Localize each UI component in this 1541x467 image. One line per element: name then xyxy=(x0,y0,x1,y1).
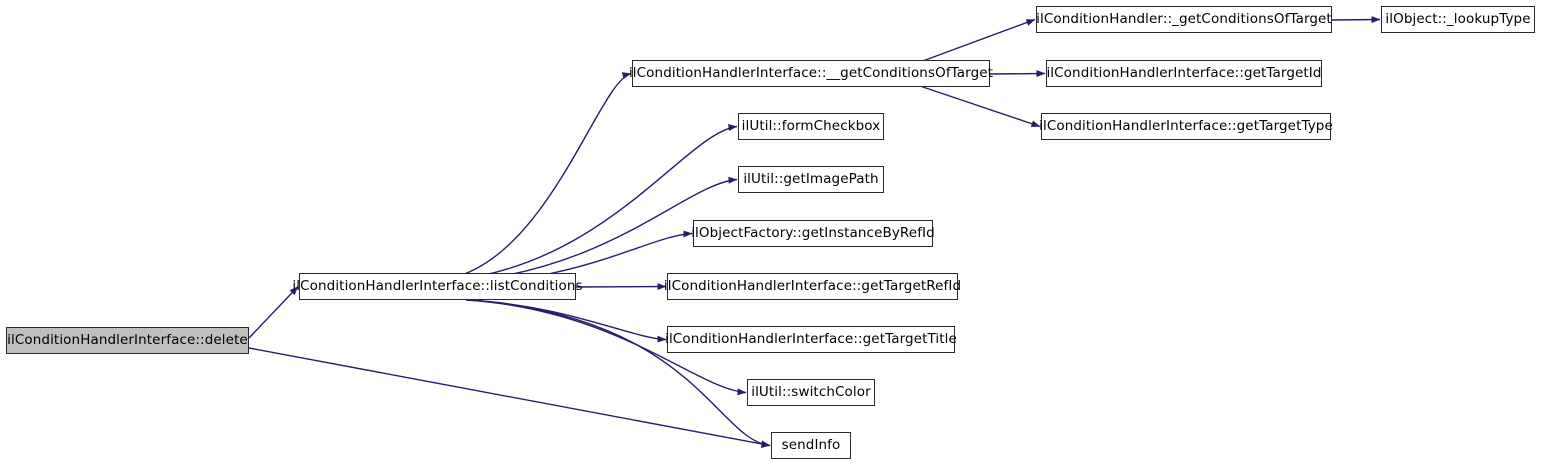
graph-edge-delete-to-listConditions xyxy=(248,286,299,339)
graph-node-switchColor[interactable]: ilUtil::switchColor xyxy=(747,379,875,406)
graph-edge-listConditions-to-getTargetRefId xyxy=(575,283,667,291)
graph-node-label: ilUtil::formCheckbox xyxy=(741,117,881,134)
graph-edge-listConditions-to-sendInfo xyxy=(469,299,771,449)
graph-node-sendInfo[interactable]: sendInfo xyxy=(771,432,851,459)
graph-node-lookupType[interactable]: ilObject::_lookupType xyxy=(1381,6,1535,33)
graph-edge-getConditionsOfTargetHandler-to-lookupType xyxy=(1331,16,1381,24)
graph-node-label: sendInfo xyxy=(781,436,841,453)
graph-node-label: ilConditionHandlerInterface::delete xyxy=(7,331,248,348)
graph-node-label: ilUtil::getImagePath xyxy=(743,170,879,187)
graph-node-label: ilConditionHandlerInterface::getTargetTy… xyxy=(1039,117,1333,134)
graph-node-getConditionsOfTargetHandler[interactable]: ilConditionHandler::_getConditionsOfTarg… xyxy=(1036,6,1332,33)
graph-node-label: ilConditionHandlerInterface::__getCondit… xyxy=(628,64,994,81)
graph-node-label: ilUtil::switchColor xyxy=(751,383,871,400)
graph-edge-listConditions-to-getConditionsOfTargetIface xyxy=(451,72,632,279)
graph-node-label: ilConditionHandlerInterface::getTargetTi… xyxy=(665,330,957,347)
graph-node-getTargetTitle[interactable]: ilConditionHandlerInterface::getTargetTi… xyxy=(665,326,957,353)
graph-edge-getConditionsOfTargetIface-to-getConditionsOfTargetHandler xyxy=(919,18,1036,63)
graph-node-label: ilObjectFactory::getInstanceByRefId xyxy=(691,224,935,241)
graph-node-getTargetType[interactable]: ilConditionHandlerInterface::getTargetTy… xyxy=(1039,113,1333,140)
graph-node-getTargetId[interactable]: ilConditionHandlerInterface::getTargetId xyxy=(1046,60,1322,87)
graph-node-formCheckbox[interactable]: ilUtil::formCheckbox xyxy=(738,113,884,140)
graph-node-getImagePath[interactable]: ilUtil::getImagePath xyxy=(738,166,884,193)
graph-edge-getConditionsOfTargetIface-to-getTargetId xyxy=(989,70,1046,78)
graph-node-getInstanceByRefId[interactable]: ilObjectFactory::getInstanceByRefId xyxy=(691,220,935,247)
graph-node-label: ilConditionHandlerInterface::listConditi… xyxy=(292,277,583,294)
graph-node-label: ilConditionHandlerInterface::getTargetRe… xyxy=(663,277,962,294)
graph-node-label: ilConditionHandlerInterface::getTargetId xyxy=(1046,64,1322,81)
graph-edge-listConditions-to-getTargetTitle xyxy=(465,299,667,343)
graph-node-listConditions[interactable]: ilConditionHandlerInterface::listConditi… xyxy=(292,273,583,300)
graph-node-getConditionsOfTargetIface[interactable]: ilConditionHandlerInterface::__getCondit… xyxy=(628,60,994,87)
graph-edge-listConditions-to-formCheckbox xyxy=(454,124,738,281)
graph-edge-delete-to-sendInfo xyxy=(248,347,771,448)
graph-node-getTargetRefId[interactable]: ilConditionHandlerInterface::getTargetRe… xyxy=(663,273,962,300)
graph-node-delete[interactable]: ilConditionHandlerInterface::delete xyxy=(6,327,249,354)
graph-node-label: ilObject::_lookupType xyxy=(1385,10,1531,27)
graph-node-label: ilConditionHandler::_getConditionsOfTarg… xyxy=(1036,10,1332,27)
graph-edge-getConditionsOfTargetIface-to-getTargetType xyxy=(919,85,1041,128)
